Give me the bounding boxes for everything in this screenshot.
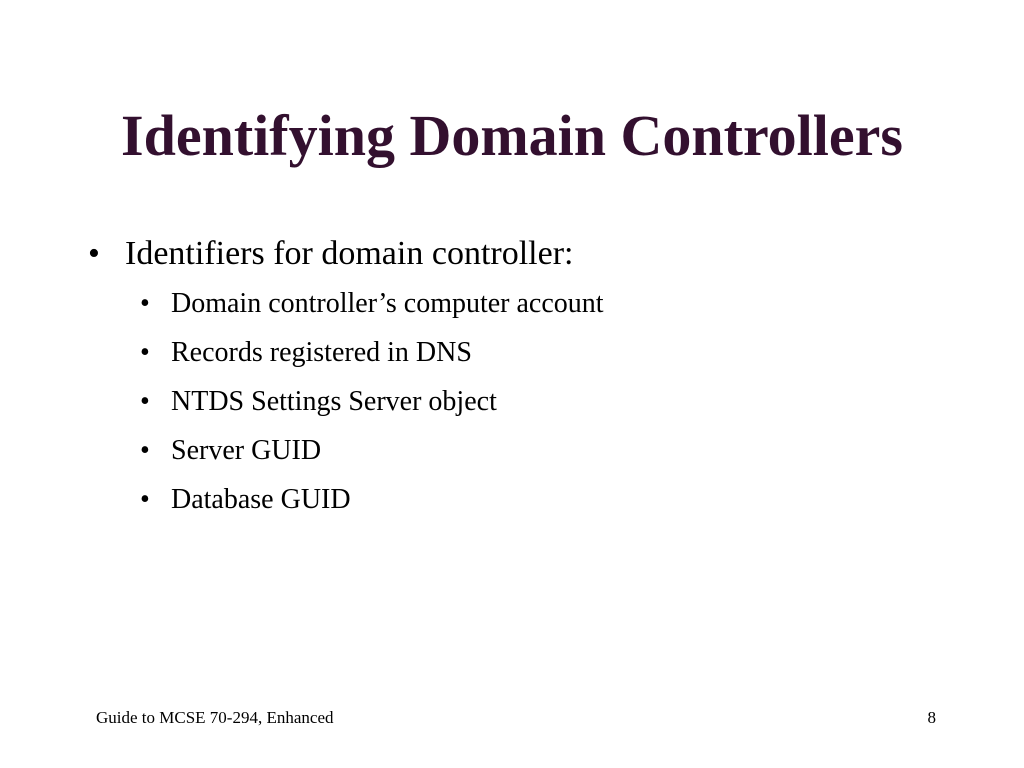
- bullet-glyph: •: [88, 235, 100, 272]
- bullet-glyph: •: [140, 484, 150, 515]
- sub-bullet-text: Database GUID: [171, 484, 351, 515]
- sub-bullet: • NTDS Settings Server object: [140, 384, 968, 420]
- sub-bullet-list: • Domain controller’s computer account •…: [88, 286, 968, 518]
- bullet-glyph: •: [140, 435, 150, 466]
- slide-title: Identifying Domain Controllers: [121, 103, 903, 168]
- sub-bullet: • Server GUID: [140, 433, 968, 469]
- bullet-glyph: •: [140, 386, 150, 417]
- footer-course-title: Guide to MCSE 70-294, Enhanced: [96, 708, 334, 727]
- bullet-glyph: •: [140, 337, 150, 368]
- page-number: 8: [927, 708, 937, 727]
- slide-content: • Identifiers for domain controller: • D…: [88, 232, 968, 531]
- sub-bullet: • Database GUID: [140, 482, 968, 518]
- sub-bullet-text: Records registered in DNS: [171, 337, 472, 368]
- sub-bullet-text: Server GUID: [171, 435, 322, 466]
- sub-bullet: • Records registered in DNS: [140, 335, 968, 371]
- sub-bullet-text: NTDS Settings Server object: [171, 386, 497, 417]
- main-bullet-text: Identifiers for domain controller:: [125, 235, 574, 272]
- sub-bullet-text: Domain controller’s computer account: [171, 288, 604, 319]
- main-bullet: • Identifiers for domain controller:: [88, 232, 968, 276]
- sub-bullet: • Domain controller’s computer account: [140, 286, 968, 322]
- bullet-glyph: •: [140, 288, 150, 319]
